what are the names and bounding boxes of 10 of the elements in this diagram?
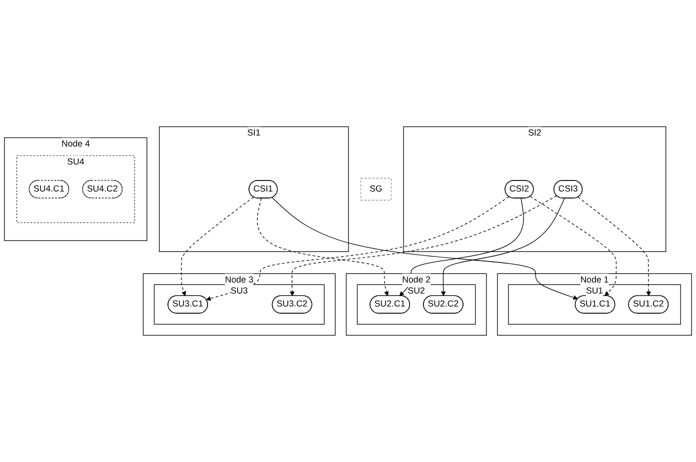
- node-box: SG: [360, 178, 392, 200]
- arrow: [256, 198, 389, 296]
- arrow: [440, 198, 565, 296]
- arrow: [180, 196, 254, 296]
- arrow: [290, 195, 558, 296]
- arrow: [530, 196, 617, 296]
- arrow: [399, 198, 524, 296]
- arrow: [578, 196, 651, 296]
- arrow: [272, 197, 578, 300]
- arrow: [206, 196, 510, 301]
